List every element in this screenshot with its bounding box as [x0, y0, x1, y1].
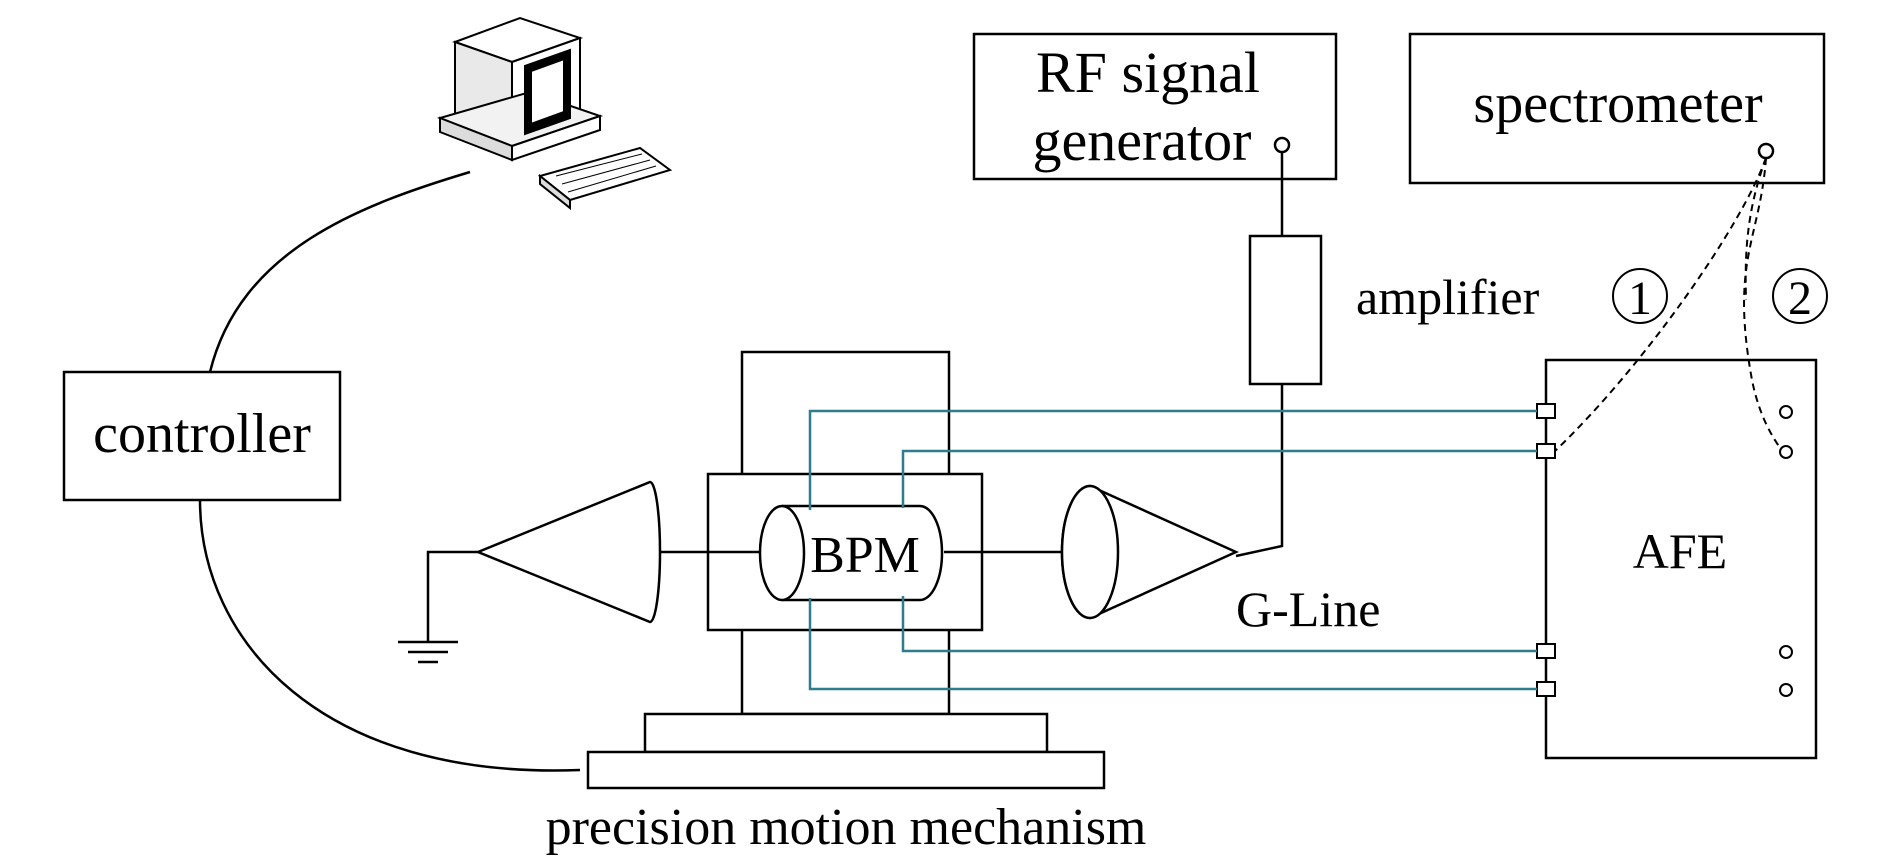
amplifier-to-gline-wire — [1235, 384, 1284, 558]
g-line-cone — [1060, 484, 1240, 620]
left-cone-termination — [398, 480, 662, 664]
motion-stage-upper — [643, 712, 1049, 754]
marker-1-label: 1 — [1628, 272, 1652, 325]
marker-1-circle — [1612, 268, 1668, 324]
spectrometer-box — [1408, 32, 1826, 185]
afe-box — [1544, 358, 1818, 760]
spectrometer-input-port — [1757, 142, 1775, 160]
g-line-label: G-Line — [1236, 581, 1380, 637]
computer-icon — [436, 16, 673, 211]
spectrometer-connection-1 — [1554, 157, 1767, 452]
controller-label: controller — [93, 403, 311, 465]
cable-top-outer — [808, 409, 1537, 510]
amplifier-label: amplifier — [1356, 269, 1540, 325]
marker-2-circle — [1772, 268, 1828, 324]
spectrometer-label: spectrometer — [1473, 73, 1763, 135]
precision-motion-mechanism-label: precision motion mechanism — [546, 799, 1147, 856]
afe-input-connectors — [1536, 403, 1556, 697]
cable-bottom-inner — [901, 596, 1537, 653]
bpm-cylinder — [758, 504, 944, 602]
computer-controller-cable — [208, 170, 471, 373]
rf-signal-generator-box — [972, 32, 1338, 181]
bpm-label: BPM — [810, 527, 920, 584]
afe-label: AFE — [1633, 523, 1727, 579]
controller-box — [62, 370, 342, 502]
cable-top-inner — [901, 449, 1537, 508]
rf-generator-label-line1: RF signal — [1036, 40, 1260, 105]
amplifier-box — [1248, 234, 1323, 386]
spectrometer-connection-2 — [1743, 157, 1781, 449]
rf-generator-label-line2: generator — [1033, 108, 1252, 173]
cable-bottom-outer — [808, 598, 1537, 691]
afe-ports-right — [1779, 405, 1793, 697]
rf-output-port — [1273, 136, 1291, 154]
marker-2-label: 2 — [1788, 272, 1812, 325]
controller-motion-cable — [198, 499, 581, 772]
pickup-cables — [808, 409, 1537, 691]
motion-stage-lower — [586, 750, 1106, 790]
